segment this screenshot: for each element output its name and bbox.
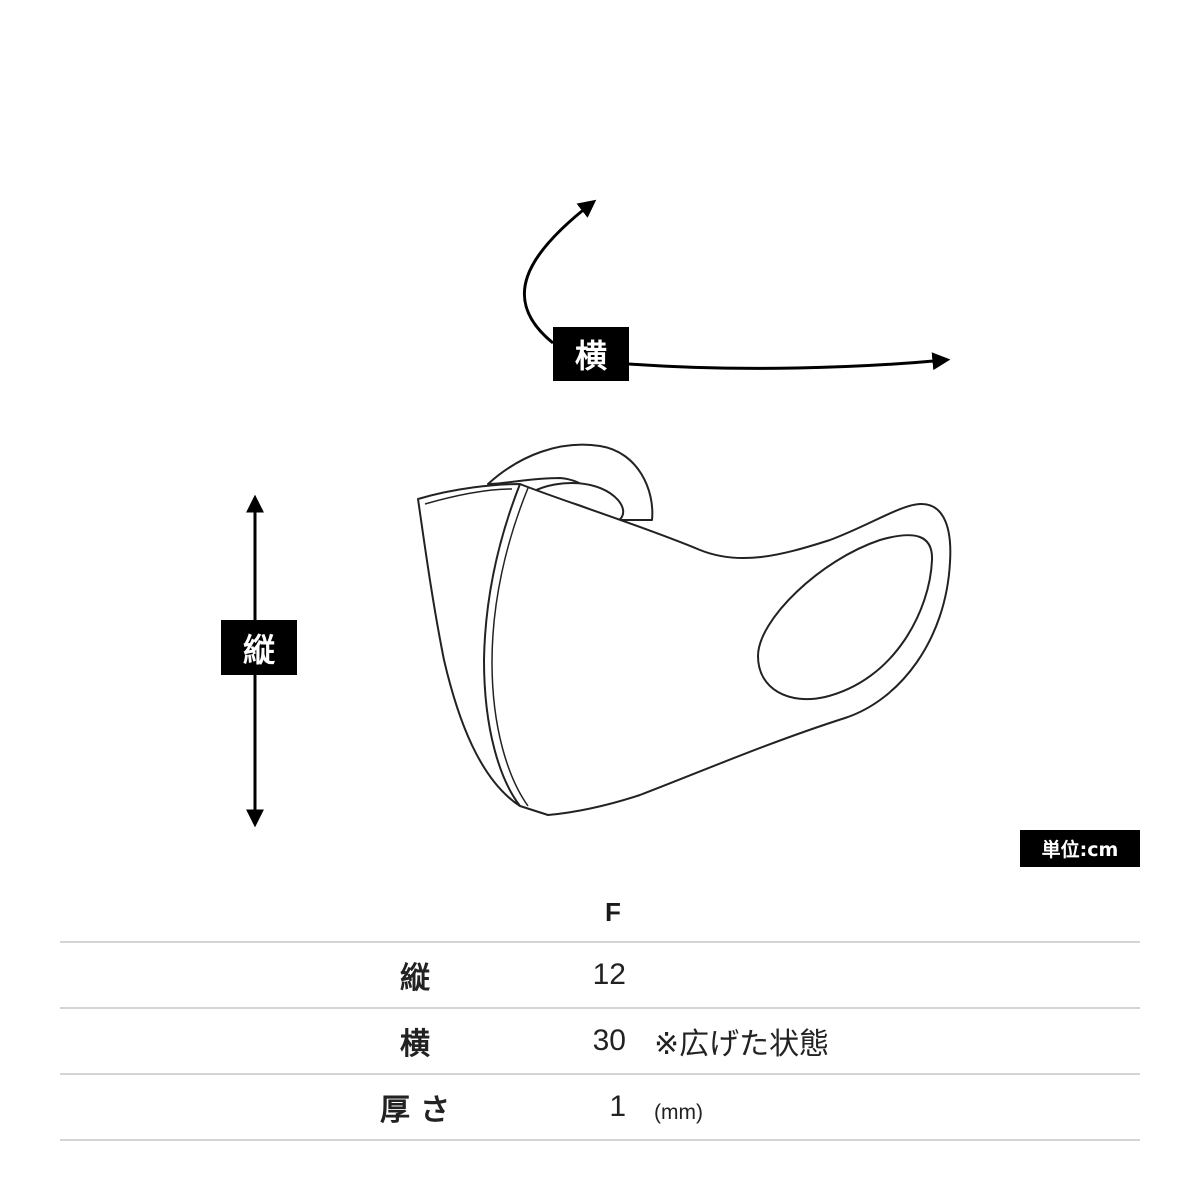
- mask-size-diagram: 横 縦 単位:cm: [221, 199, 1140, 867]
- table-header: F: [60, 885, 1140, 941]
- row-note: ※広げた状態: [654, 1027, 830, 1062]
- table-row: 厚さ 1 (mm): [60, 1075, 1140, 1139]
- table-divider: [60, 1007, 1140, 1009]
- row-value: 12: [592, 958, 626, 991]
- row-label: 厚さ: [380, 1093, 460, 1128]
- width-arrow: [523, 199, 951, 371]
- row-label: 横: [400, 1027, 440, 1062]
- row-note: (mm): [654, 1101, 703, 1124]
- table-divider: [60, 941, 1140, 943]
- unit-label: 単位:cm: [1020, 830, 1140, 867]
- table-row: 横 30 ※広げた状態: [60, 1009, 1140, 1073]
- mask-illustration: [246, 199, 952, 828]
- size-column-header: F: [605, 897, 621, 927]
- width-label: 横: [553, 327, 629, 381]
- table-divider: [60, 1073, 1140, 1075]
- height-label: 縦: [221, 620, 297, 675]
- row-value: 30: [592, 1024, 626, 1057]
- table-divider: [60, 1139, 1140, 1141]
- row-value: 1: [609, 1090, 626, 1123]
- size-table: F 縦 12 横 30 ※広げた状態 厚さ 1 (mm): [60, 885, 1140, 1141]
- mask-outline: [417, 443, 952, 816]
- table-row: 縦 12: [60, 943, 1140, 1007]
- row-label: 縦: [400, 961, 440, 996]
